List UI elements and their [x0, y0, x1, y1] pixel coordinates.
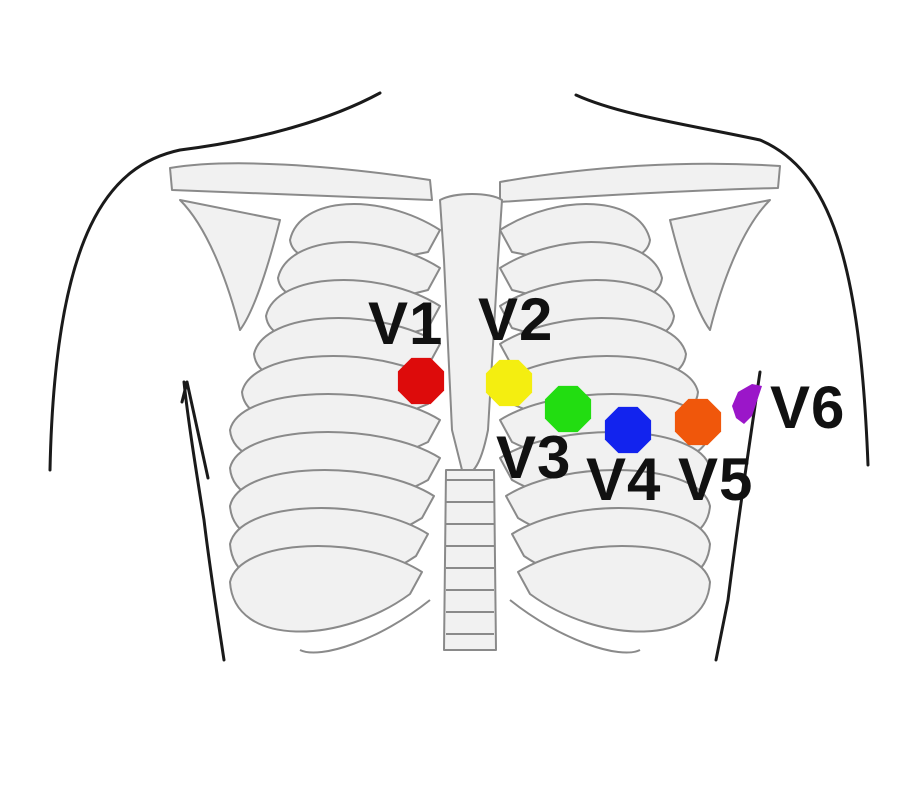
lead-label-v2: V2 [478, 290, 553, 350]
left-scapula [180, 200, 280, 330]
electrode-v1 [398, 358, 444, 404]
electrode-v6 [732, 384, 762, 424]
right-scapula [670, 200, 770, 330]
right-clavicle [500, 164, 780, 202]
electrode-v5 [675, 399, 721, 445]
spine [444, 470, 496, 650]
lead-label-v1: V1 [368, 294, 443, 354]
left-rib [230, 546, 422, 632]
lead-label-v3: V3 [496, 428, 571, 488]
right-rib [518, 546, 710, 632]
left-clavicle [170, 163, 432, 200]
lead-label-v5: V5 [678, 450, 753, 510]
electrode-v2 [486, 360, 532, 406]
lead-label-v4: V4 [586, 450, 661, 510]
left-arm-line [184, 382, 224, 660]
lead-label-v6: V6 [770, 378, 845, 438]
